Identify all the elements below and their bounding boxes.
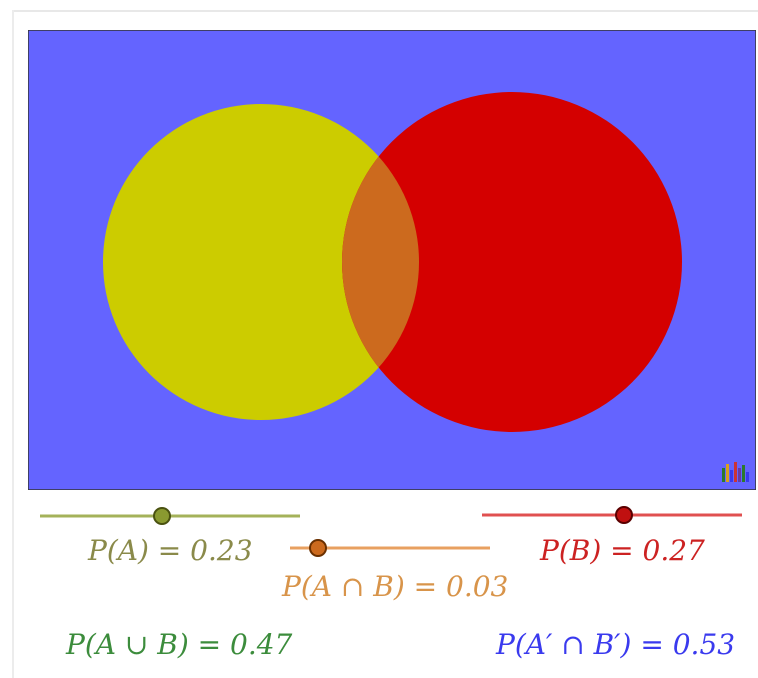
slider-p-a[interactable] xyxy=(38,504,304,528)
set-a-circle[interactable] xyxy=(103,104,419,420)
set-b-circle[interactable] xyxy=(342,92,682,432)
label-p-a: P(A) = 0.23 xyxy=(88,534,253,567)
slider-p-a-and-b[interactable] xyxy=(288,536,494,560)
applet-frame-left xyxy=(12,10,14,678)
label-p-a-or-b: P(A ∪ B) = 0.47 xyxy=(66,628,293,661)
slider-p-b-handle[interactable] xyxy=(615,506,633,524)
geogebra-logo-icon xyxy=(722,462,749,482)
label-p-a-and-b: P(A ∩ B) = 0.03 xyxy=(282,570,509,603)
label-p-b: P(B) = 0.27 xyxy=(540,534,705,567)
slider-p-a-handle[interactable] xyxy=(153,507,171,525)
applet-frame-top xyxy=(12,10,758,12)
slider-p-a-and-b-handle[interactable] xyxy=(309,539,327,557)
slider-p-b[interactable] xyxy=(480,503,746,527)
label-p-not-a-and-not-b: P(A′ ∩ B′) = 0.53 xyxy=(496,628,736,661)
venn-diagram-canvas xyxy=(28,30,756,490)
